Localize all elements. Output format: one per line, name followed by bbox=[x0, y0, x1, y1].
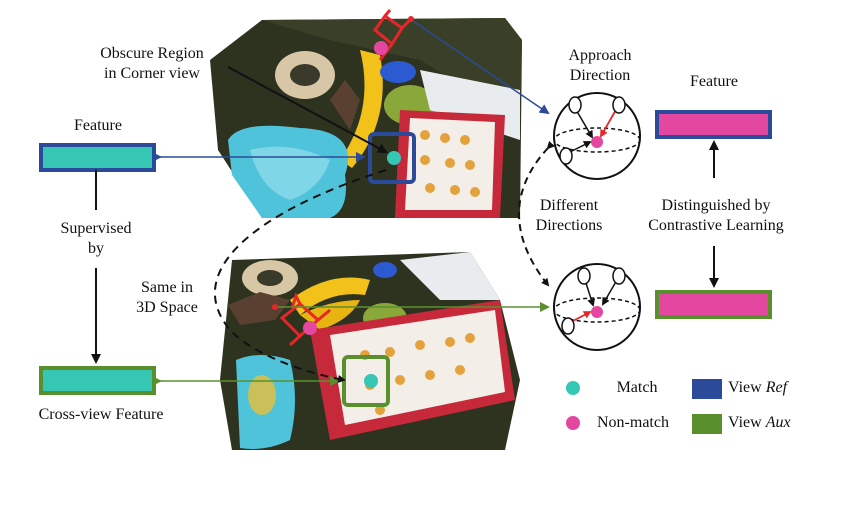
feature-box-right-ref bbox=[655, 110, 772, 139]
legend-nonmatch-label: Non-match bbox=[597, 414, 669, 431]
different-directions-curve bbox=[518, 140, 556, 287]
legend-ref-swatch bbox=[692, 379, 722, 399]
legend-match-label: Match bbox=[616, 379, 658, 396]
legend-ref-label: View Ref bbox=[728, 379, 788, 396]
legend-aux-label: View Aux bbox=[728, 414, 791, 431]
label-crossview-feature: Cross-view Feature bbox=[38, 406, 164, 423]
same-3d-curve bbox=[214, 169, 387, 383]
legend-aux-swatch bbox=[692, 414, 722, 434]
feature-box-ref bbox=[39, 143, 156, 172]
sphere-ref bbox=[553, 92, 641, 180]
legend-match-dot bbox=[566, 381, 580, 395]
scene-image-ref bbox=[210, 9, 522, 218]
legend-nonmatch-dot bbox=[566, 416, 580, 430]
label-feature-left: Feature bbox=[74, 117, 122, 134]
feature-box-right-aux bbox=[655, 290, 772, 319]
scene-image-aux bbox=[220, 252, 520, 450]
sphere-aux bbox=[553, 263, 641, 351]
feature-box-crossview bbox=[39, 366, 156, 395]
obscure-arrow bbox=[227, 66, 388, 153]
ref-approach-arrow bbox=[412, 20, 550, 115]
label-feature-right: Feature bbox=[690, 73, 738, 90]
